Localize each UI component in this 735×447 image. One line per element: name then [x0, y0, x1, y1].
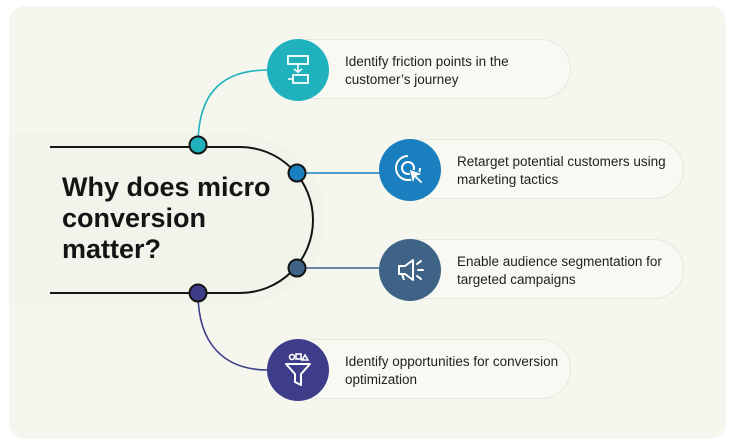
flowchart-icon	[287, 55, 309, 84]
item-text-4: Identify opportunities for conversion op…	[345, 354, 559, 387]
item-badge-1	[267, 39, 329, 101]
connector-1	[197, 69, 269, 146]
diagram-title: Why does micro conversion matter?	[62, 172, 271, 264]
node-1	[188, 135, 208, 155]
megaphone-icon	[398, 259, 424, 281]
item-badge-3	[379, 239, 441, 301]
cursor-target-icon	[395, 155, 425, 186]
item-badge-2	[379, 139, 441, 201]
item-text-3: Enable audience segmentation for targete…	[457, 254, 662, 287]
node-3	[287, 258, 307, 278]
item-text-1: Identify friction points in the customer…	[345, 54, 509, 87]
hub-bracket	[50, 146, 314, 294]
node-4	[188, 283, 208, 303]
item-badge-4	[267, 339, 329, 401]
connector-4	[197, 292, 269, 371]
item-text-2: Retarget potential customers using marke…	[457, 154, 666, 187]
node-2	[287, 163, 307, 183]
hub-highlight	[9, 134, 325, 304]
funnel-icon	[285, 353, 311, 386]
